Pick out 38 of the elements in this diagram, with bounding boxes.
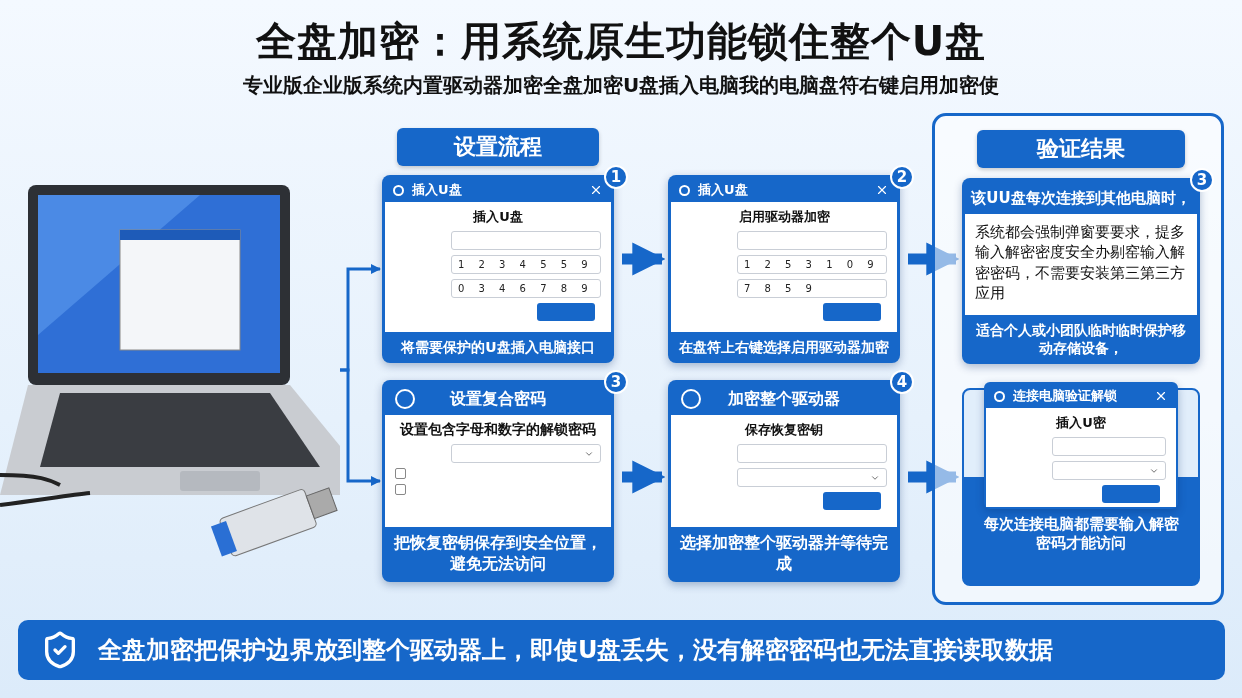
step-number: 1: [604, 165, 628, 189]
summary-text: 全盘加密把保护边界放到整个驱动器上，即使U盘丢失，没有解密密码也无法直接读取数据: [98, 635, 1054, 666]
field-value: 0 3 4 6 7 8 9: [458, 283, 588, 294]
dialog-heading: 保存恢复密钥: [745, 421, 823, 439]
step-caption: 将需要保护的U盘插入电脑接口: [400, 337, 596, 357]
step-caption: 把恢复密钥保存到安全位置，避免无法访问: [392, 532, 603, 576]
card-title: 插入U盘: [698, 181, 748, 199]
step-number: 3: [1190, 168, 1214, 192]
dialog-heading: 插入U密: [1056, 414, 1106, 432]
card-title: 该UU盘每次连接到其他电脑时，: [969, 188, 1192, 209]
step-number: 2: [890, 165, 914, 189]
result-caption: 每次连接电脑都需要输入解密密码才能访问: [982, 515, 1180, 553]
arrow: [340, 368, 381, 486]
card-title: 设置复合密码: [450, 388, 546, 410]
arrow: [908, 242, 960, 276]
step-caption: 选择加密整个驱动器并等待完成: [679, 532, 889, 576]
step-number: 3: [604, 370, 628, 394]
field-value: 7 8 5 9: [744, 283, 812, 294]
field-value: 1 2 3 4 5 5 9: [458, 259, 588, 270]
result-caption: 适合个人或小团队临时临时保护移动存储设备，: [975, 320, 1187, 358]
step-number: 4: [890, 370, 914, 394]
subtitle: 专业版企业版系统内置驱动器加密全盘加密U盘插入电脑我的电脑盘符右键启用加密使: [242, 72, 1000, 99]
title: 全盘加密：用系统原生功能锁住整个U盘: [255, 17, 987, 66]
dialog-heading: 插入U盘: [473, 208, 523, 226]
section-heading: 设置流程: [397, 128, 599, 166]
arrow: [908, 460, 960, 494]
field-value: 1 2 5 3 1 0 9: [744, 259, 874, 270]
card-title: 插入U盘: [412, 181, 462, 199]
step-caption: 在盘符上右键选择启用驱动器加密: [678, 337, 890, 357]
result-panel: [932, 113, 1224, 605]
card-title: 连接电脑验证解锁: [1013, 387, 1117, 405]
dialog-heading: 设置包含字母和数字的解锁密码: [400, 421, 596, 439]
card-title: 加密整个驱动器: [728, 388, 840, 410]
dialog-heading: 启用驱动器加密: [738, 208, 830, 226]
arrow: [622, 242, 666, 276]
result-text: 系统都会强制弹窗要要求，提多输入解密密度安全办剔窑输入解密密码，不需要安装第三第三方应用: [965, 214, 1197, 315]
arrow: [622, 460, 666, 494]
section-heading: 验证结果: [977, 130, 1185, 168]
